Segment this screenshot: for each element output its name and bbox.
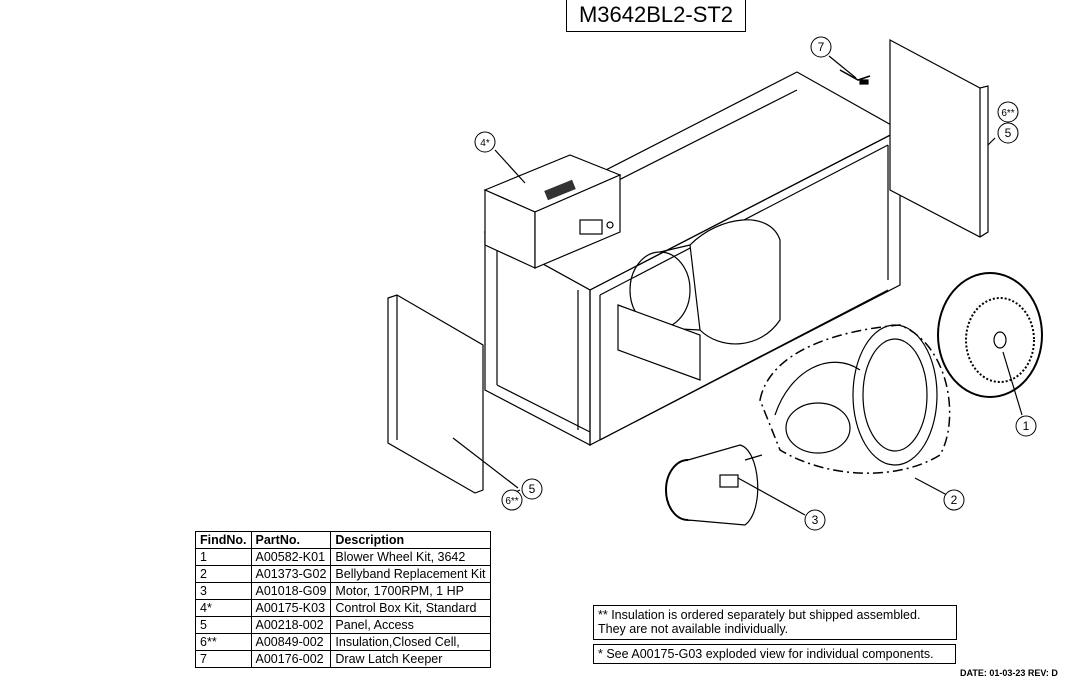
svg-text:2: 2 [951, 493, 958, 507]
cell-findno: 4* [195, 599, 252, 617]
svg-text:1: 1 [1023, 419, 1030, 433]
insulation-note-line2: They are not available individually. [598, 622, 789, 636]
callout-3: 3 [804, 509, 826, 531]
cell-partno: A00175-K03 [250, 599, 332, 617]
cell-findno: 2 [195, 565, 252, 583]
svg-text:6**: 6** [1001, 108, 1014, 119]
callout-1: 1 [1015, 415, 1037, 437]
cell-partno: A01373-G02 [250, 565, 332, 583]
callout-6-right: 6** [997, 101, 1019, 123]
callout-5-right: 5 [997, 122, 1019, 144]
svg-text:7: 7 [818, 40, 825, 54]
callout-5-left: 5 [521, 478, 543, 500]
header-description: Description [330, 531, 491, 549]
parts-table-header: FindNo. PartNo. Description [195, 531, 491, 549]
callout-7: 7 [810, 36, 832, 58]
callout-2: 2 [943, 489, 965, 511]
svg-text:4*: 4* [480, 138, 490, 149]
cell-findno: 6** [195, 633, 252, 651]
cell-description: Draw Latch Keeper [330, 650, 491, 668]
cell-description: Panel, Access [330, 616, 491, 634]
cell-findno: 5 [195, 616, 252, 634]
cell-description: Insulation,Closed Cell, [330, 633, 491, 651]
blower-housing [617, 219, 781, 381]
cell-partno: A00582-K01 [250, 548, 332, 566]
date-rev-footer: DATE: 01-03-23 REV: D [960, 668, 1058, 678]
cell-findno: 3 [195, 582, 252, 600]
cell-partno: A00218-002 [250, 616, 332, 634]
blower-wheel [937, 272, 1043, 416]
svg-text:3: 3 [812, 513, 819, 527]
cell-description: Blower Wheel Kit, 3642 [330, 548, 491, 566]
cell-findno: 7 [195, 650, 252, 668]
header-findno: FindNo. [195, 531, 252, 549]
insulation-note-line1: ** Insulation is ordered separately but … [598, 608, 921, 622]
control-box-note: * See A00175-G03 exploded view for indiv… [593, 644, 956, 664]
cell-description: Control Box Kit, Standard [330, 599, 491, 617]
cell-partno: A00176-002 [250, 650, 332, 668]
cell-partno: A00849-002 [250, 633, 332, 651]
cell-description: Motor, 1700RPM, 1 HP [330, 582, 491, 600]
right-access-panel [889, 39, 996, 238]
drawing-title: M3642BL2-ST2 [566, 0, 746, 32]
cell-findno: 1 [195, 548, 252, 566]
bellyband-assembly [759, 324, 951, 496]
cell-partno: A01018-G09 [250, 582, 332, 600]
header-partno: PartNo. [250, 531, 332, 549]
draw-latch-keeper [828, 55, 871, 85]
left-access-panel [387, 294, 519, 494]
insulation-note: ** Insulation is ordered separately but … [593, 605, 957, 640]
control-box [483, 154, 622, 269]
cell-description: Bellyband Replacement Kit [330, 565, 491, 583]
svg-text:6**: 6** [505, 496, 518, 507]
callout-6-left: 6** [501, 489, 523, 511]
svg-text:5: 5 [529, 482, 536, 496]
callout-4: 4* [474, 131, 496, 153]
svg-text:5: 5 [1005, 126, 1012, 140]
motor [665, 444, 806, 526]
